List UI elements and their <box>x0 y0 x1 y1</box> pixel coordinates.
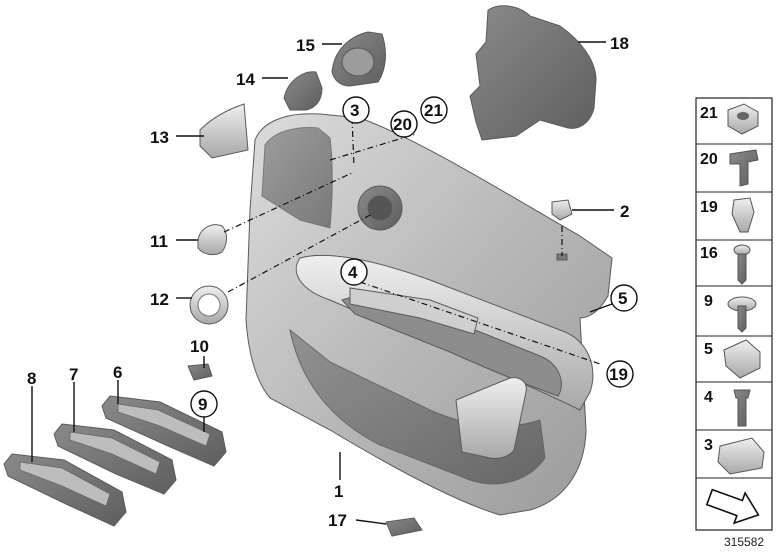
callout-2: 2 <box>620 202 629 221</box>
speaker-cap <box>197 224 227 256</box>
bolt-4-icon <box>733 389 751 427</box>
callout-15: 15 <box>296 36 315 55</box>
clip-20-icon <box>729 149 759 187</box>
callout-7: 7 <box>69 365 78 384</box>
mirror-corner-cover <box>199 103 249 159</box>
hex-nut-hole <box>737 112 749 120</box>
callout-6: 6 <box>113 363 122 382</box>
sidebar-label-3: 3 <box>704 437 713 454</box>
callout-13: 13 <box>150 128 169 147</box>
callout-5: 5 <box>618 289 627 308</box>
callout-3: 3 <box>350 101 359 120</box>
reference-number: 315582 <box>724 535 764 549</box>
screw-9-icon <box>737 305 747 333</box>
callout-10: 10 <box>190 337 209 356</box>
lock-pin <box>551 199 573 221</box>
screw-16-icon <box>737 253 747 285</box>
callout-9: 9 <box>198 395 207 414</box>
sidebar-label-20: 20 <box>700 151 718 168</box>
switch-bezel-6 <box>101 395 227 467</box>
tweeter-housing <box>283 71 323 111</box>
cover-clip <box>187 363 213 381</box>
lower-clip <box>385 517 423 537</box>
speaker-ring-hole <box>197 293 221 317</box>
sidebar-label-21: 21 <box>700 105 718 122</box>
sidebar-label-4: 4 <box>704 389 713 406</box>
clip-5-icon <box>723 339 761 379</box>
callout-21: 21 <box>424 101 443 120</box>
callout-17: 17 <box>328 511 347 530</box>
clip-3-icon <box>717 437 765 475</box>
callout-14: 14 <box>236 70 255 89</box>
sidebar-label-19: 19 <box>700 199 718 216</box>
callout-12: 12 <box>150 290 169 309</box>
callouts: 15 14 13 11 12 18 2 10 6 7 8 1 17 3 20 2… <box>27 34 638 530</box>
sidebar-label-16: 16 <box>700 245 718 262</box>
direction-arrow-icon <box>705 488 760 525</box>
sidebar-label-5: 5 <box>704 341 713 358</box>
clip-19-icon <box>731 197 755 233</box>
callout-18: 18 <box>610 34 629 53</box>
switch-bezel-8 <box>3 453 127 527</box>
callout-1: 1 <box>334 482 343 501</box>
tweeter-cover <box>331 31 386 87</box>
insulator-bracket <box>469 5 597 141</box>
callout-4: 4 <box>348 263 358 282</box>
leader-lines <box>31 41 614 525</box>
callout-19: 19 <box>609 365 628 384</box>
parts-sidebar: 21 20 19 16 9 5 4 3 <box>695 97 773 531</box>
callout-11: 11 <box>150 232 168 251</box>
callout-8: 8 <box>27 369 36 388</box>
callout-20: 20 <box>393 115 412 134</box>
switch-bezel-7 <box>53 423 177 495</box>
sidebar-label-9: 9 <box>704 293 713 310</box>
door-trim-panel <box>245 113 613 516</box>
